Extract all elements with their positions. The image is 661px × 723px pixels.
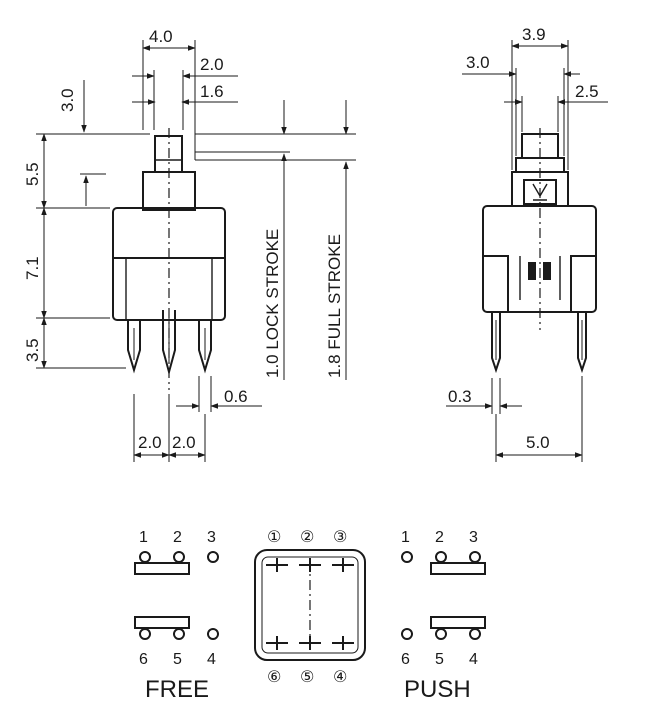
front-pins <box>127 310 212 376</box>
free-label: FREE <box>145 676 209 703</box>
pinout-pin-4: ④ <box>333 669 347 686</box>
free-pin-3: 3 <box>207 529 216 546</box>
front-view: 4.0 2.0 1.6 3.0 5.5 7.1 3.5 <box>23 27 356 462</box>
dim-plunger-width: 2.0 <box>200 55 224 74</box>
dim-body-width: 4.0 <box>149 27 173 46</box>
push-schematic: 1 2 3 6 5 4 PUSH <box>401 529 486 703</box>
free-pin-1: 1 <box>139 529 148 546</box>
push-pin-4: 4 <box>469 651 478 668</box>
free-top-contact <box>134 562 190 575</box>
free-pin-2: 2 <box>173 529 182 546</box>
push-top-contact <box>430 562 486 575</box>
push-pin-1: 1 <box>401 529 410 546</box>
dim-body-height: 7.1 <box>23 256 42 280</box>
pinout-pin-3: ③ <box>333 529 347 546</box>
free-bottom-contact <box>134 616 190 629</box>
free-pin-5: 5 <box>173 651 182 668</box>
pinout-pin-5: ⑤ <box>300 669 314 686</box>
dim-pin-width: 0.3 <box>448 387 472 406</box>
pinout-diagram: ① ② ③ ⑥ ⑤ ④ <box>254 529 366 686</box>
dim-pitch-right: 2.0 <box>172 433 196 452</box>
full-stroke-label: 1.8 FULL STROKE <box>325 234 344 378</box>
push-bottom-contact <box>430 616 486 629</box>
dim-inner-right: 2.5 <box>575 82 599 101</box>
pinout-outline <box>254 549 366 661</box>
free-schematic: 1 2 3 6 5 4 FREE <box>134 529 219 703</box>
push-pin-2: 2 <box>435 529 444 546</box>
pinout-pin-6: ⑥ <box>267 669 281 686</box>
side-pins <box>491 312 587 374</box>
pinout-pin-2: ② <box>300 529 314 546</box>
pinout-pin-1: ① <box>267 529 281 546</box>
push-label: PUSH <box>404 676 471 703</box>
dim-pin-thickness: 0.6 <box>224 387 248 406</box>
dim-pin-span: 5.0 <box>526 433 550 452</box>
dim-pin-length: 3.5 <box>23 338 42 362</box>
dim-inner-left: 3.0 <box>466 53 490 72</box>
lock-stroke-label: 1.0 LOCK STROKE <box>263 229 282 378</box>
dim-tip-height: 3.0 <box>58 88 77 112</box>
dim-top-width: 3.9 <box>522 25 546 44</box>
free-pin-4: 4 <box>207 651 216 668</box>
dim-tip-width: 1.6 <box>200 82 224 101</box>
dim-pitch-left: 2.0 <box>138 433 162 452</box>
dim-plunger-height: 5.5 <box>23 162 42 186</box>
push-pin-5: 5 <box>435 651 444 668</box>
side-view: 3.9 3.0 2.5 0.3 5.0 <box>446 25 608 462</box>
push-pin-6: 6 <box>401 651 410 668</box>
push-pin-3: 3 <box>469 529 478 546</box>
free-pin-6: 6 <box>139 651 148 668</box>
